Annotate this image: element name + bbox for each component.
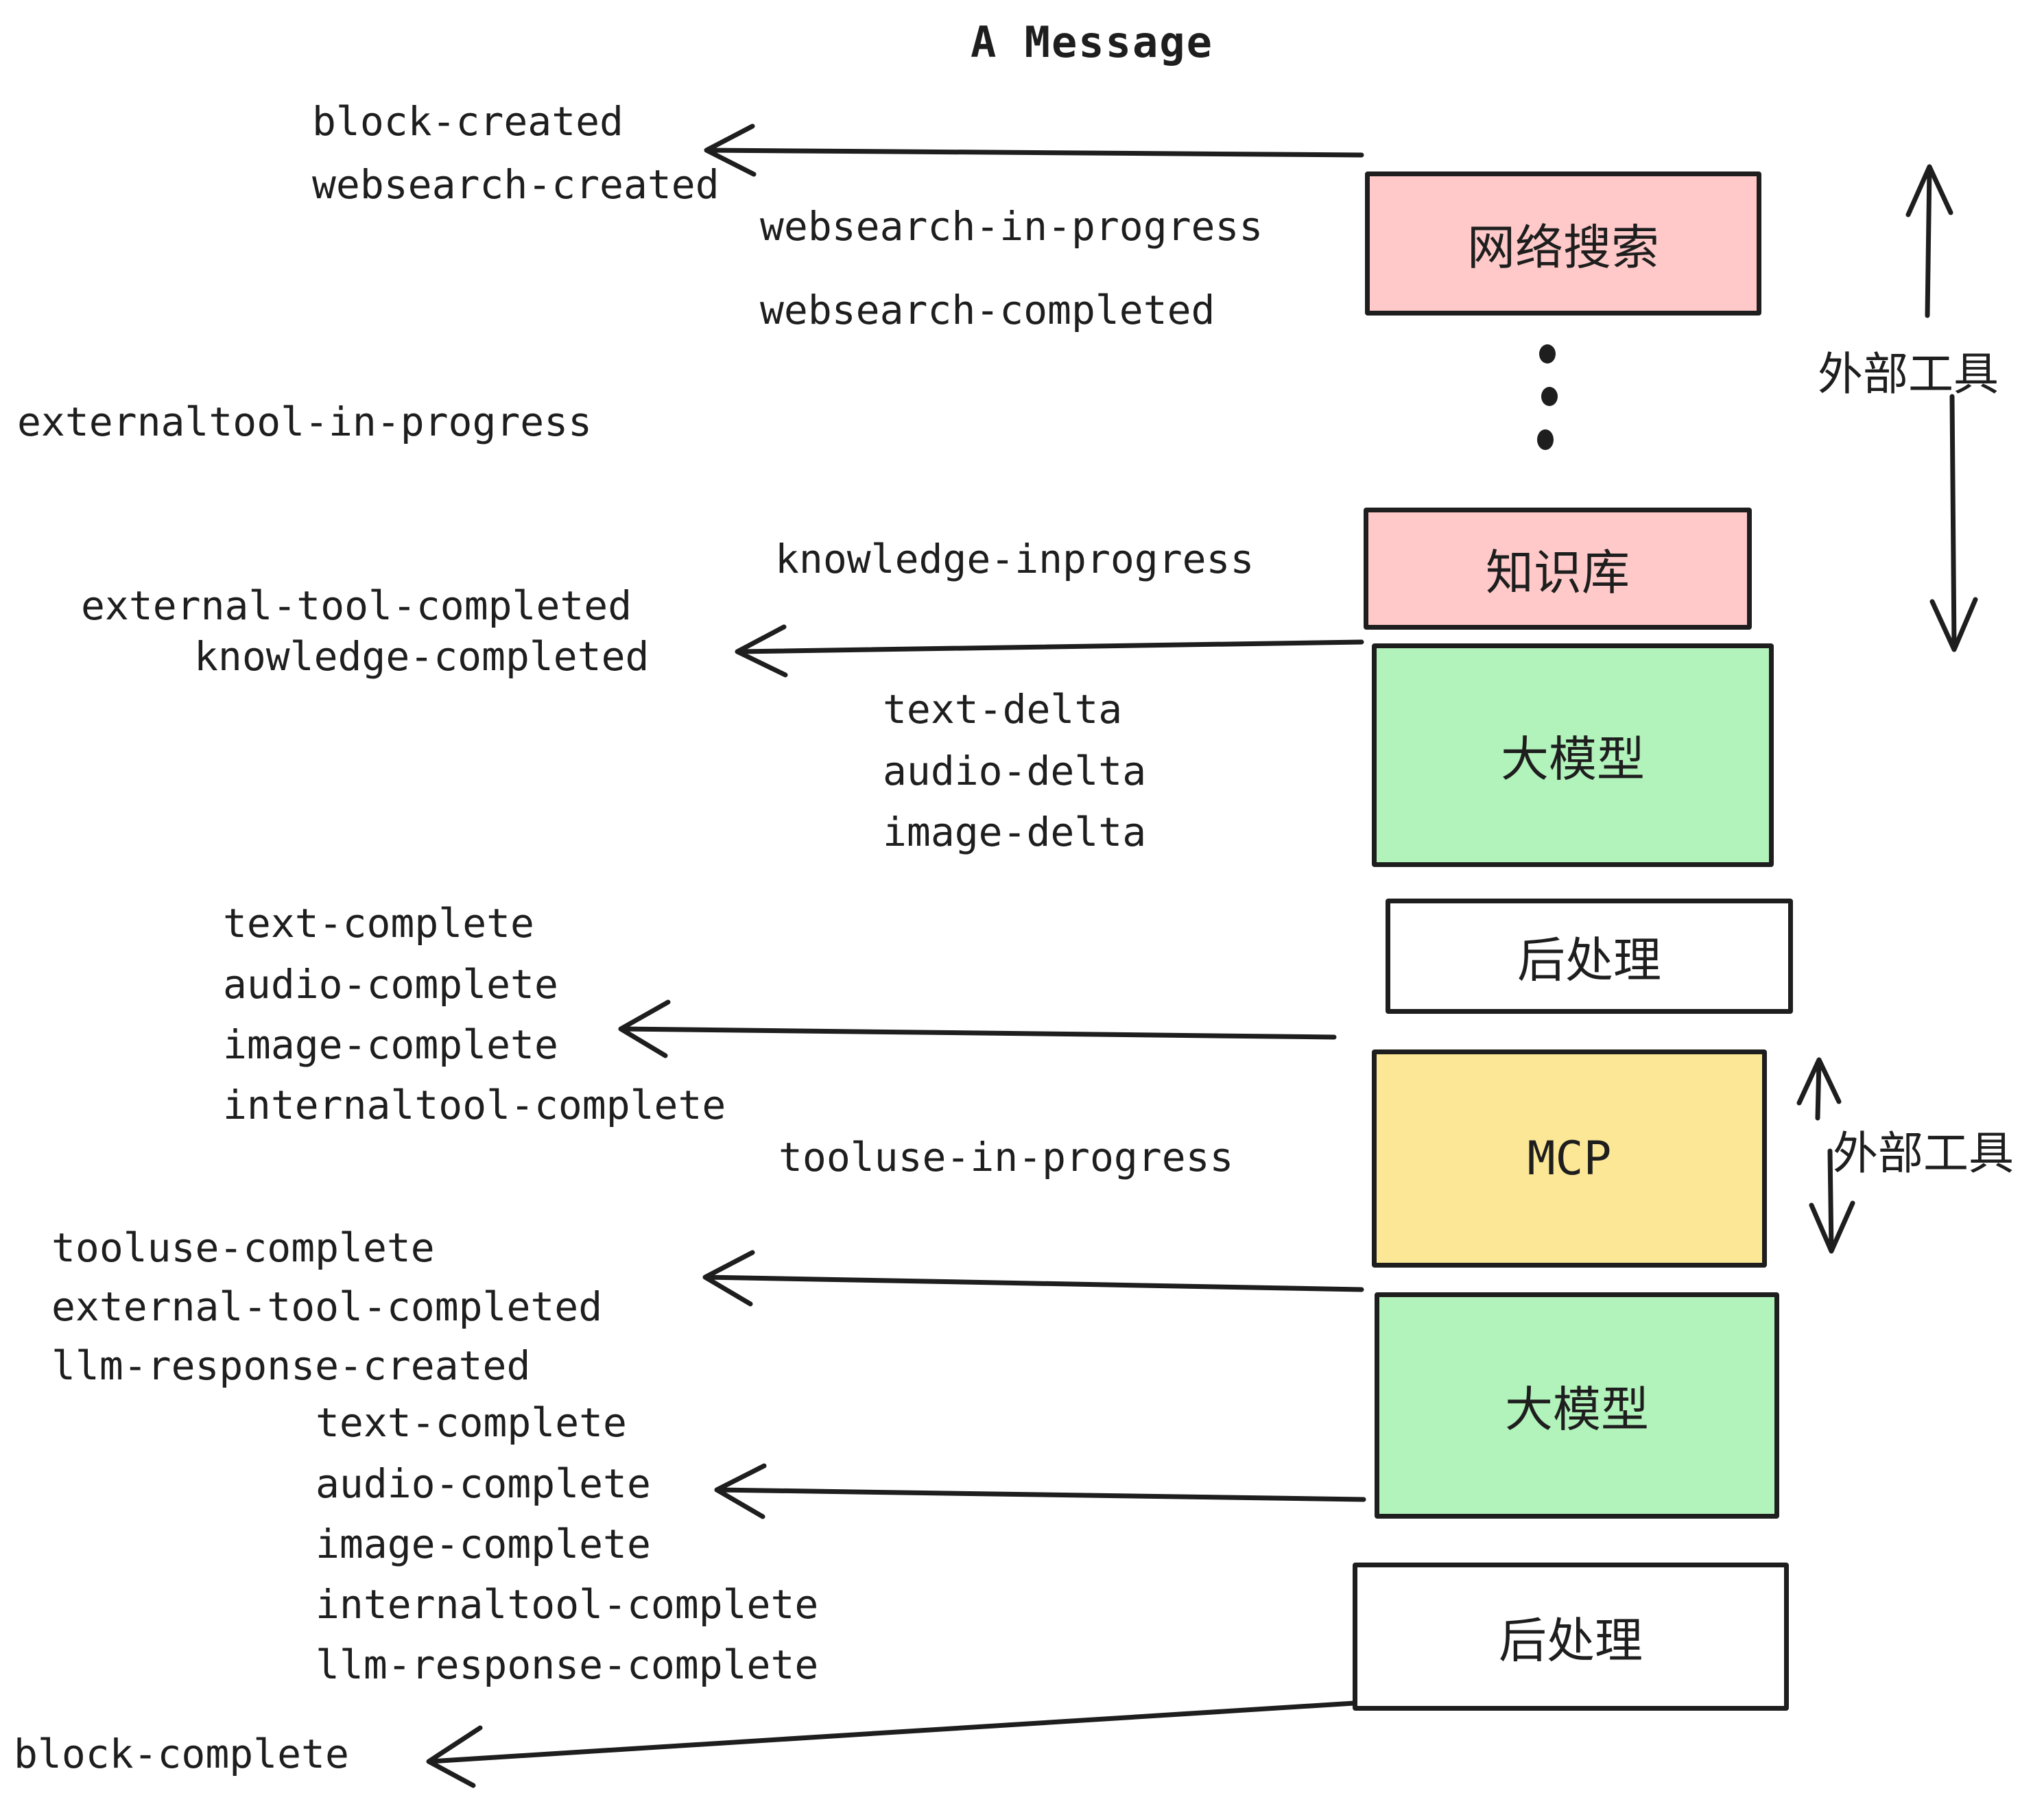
event-label-tooluse-in-progress: tooluse-in-progress bbox=[779, 1134, 1234, 1180]
event-label-websearch-completed: websearch-completed bbox=[760, 287, 1215, 333]
event-label-external-tool-completed: external-tool-completed bbox=[81, 582, 632, 629]
annotation-external-tools-top: 外部工具 bbox=[1818, 348, 1999, 401]
event-label-image-complete: image-complete bbox=[223, 1021, 558, 1068]
event-label-knowledge-inprogress: knowledge-inprogress bbox=[775, 536, 1255, 582]
box-websearch: 网络搜索 bbox=[1365, 171, 1761, 316]
event-label-externaltool-in-progress: externaltool-in-progress bbox=[17, 399, 593, 445]
box-post-process-1: 后处理 bbox=[1386, 899, 1793, 1014]
box-llm-2-label: 大模型 bbox=[1505, 1381, 1649, 1438]
event-label-llm-response-created: llm-response-created bbox=[51, 1342, 531, 1389]
box-knowledge-label: 知识库 bbox=[1486, 544, 1630, 601]
arrow-up-external-tools-top bbox=[1905, 164, 1953, 318]
box-mcp-label: MCP bbox=[1527, 1131, 1612, 1186]
box-mcp: MCP bbox=[1372, 1049, 1767, 1268]
arrow-up-external-tools-mid bbox=[1796, 1057, 1842, 1121]
event-label-block-complete: block-complete bbox=[14, 1731, 349, 1777]
event-label-audio-delta: audio-delta bbox=[883, 748, 1147, 794]
event-label-text-complete-2: text-complete bbox=[316, 1399, 627, 1446]
event-label-external-tool-completed-2: external-tool-completed bbox=[51, 1283, 603, 1330]
event-label-text-delta: text-delta bbox=[883, 686, 1123, 733]
box-knowledge: 知识库 bbox=[1364, 508, 1752, 630]
box-post-process-2-label: 后处理 bbox=[1499, 1612, 1643, 1669]
event-label-internaltool-complete: internaltool-complete bbox=[223, 1082, 726, 1128]
event-label-text-complete: text-complete bbox=[223, 900, 534, 947]
event-label-tooluse-complete: tooluse-complete bbox=[51, 1224, 435, 1271]
event-label-llm-response-complete: llm-response-complete bbox=[316, 1641, 819, 1688]
arrow-tooluse-complete bbox=[702, 1250, 1364, 1307]
event-label-internaltool-complete-2: internaltool-complete bbox=[316, 1581, 819, 1628]
arrow-down-external-tools-top bbox=[1929, 394, 1978, 652]
ellipsis-dots-icon bbox=[1537, 344, 1558, 450]
event-label-audio-complete-2: audio-complete bbox=[316, 1460, 651, 1507]
arrow-knowledge-completed bbox=[735, 624, 1364, 678]
event-label-block-created: block-created bbox=[312, 98, 623, 145]
annotation-external-tools-bottom: 外部工具 bbox=[1833, 1127, 2014, 1180]
event-label-image-complete-2: image-complete bbox=[316, 1521, 651, 1567]
box-websearch-label: 网络搜索 bbox=[1467, 219, 1659, 276]
box-post-process-1-label: 后处理 bbox=[1517, 931, 1661, 988]
box-llm-1: 大模型 bbox=[1372, 643, 1774, 867]
event-label-knowledge-completed: knowledge-completed bbox=[194, 633, 650, 680]
box-llm-2: 大模型 bbox=[1375, 1292, 1779, 1519]
arrow-image-complete bbox=[618, 999, 1337, 1058]
arrow-websearch-created bbox=[704, 123, 1364, 177]
event-label-image-delta: image-delta bbox=[883, 809, 1147, 855]
box-llm-1-label: 大模型 bbox=[1501, 731, 1645, 787]
event-label-audio-complete: audio-complete bbox=[223, 961, 558, 1008]
box-post-process-2: 后处理 bbox=[1353, 1563, 1789, 1711]
arrow-block-complete bbox=[426, 1700, 1368, 1788]
arrow-audio-complete bbox=[714, 1463, 1366, 1519]
event-label-websearch-created: websearch-created bbox=[312, 161, 720, 208]
diagram-title: A Message bbox=[971, 17, 1213, 67]
event-label-websearch-in-progress: websearch-in-progress bbox=[760, 203, 1263, 250]
